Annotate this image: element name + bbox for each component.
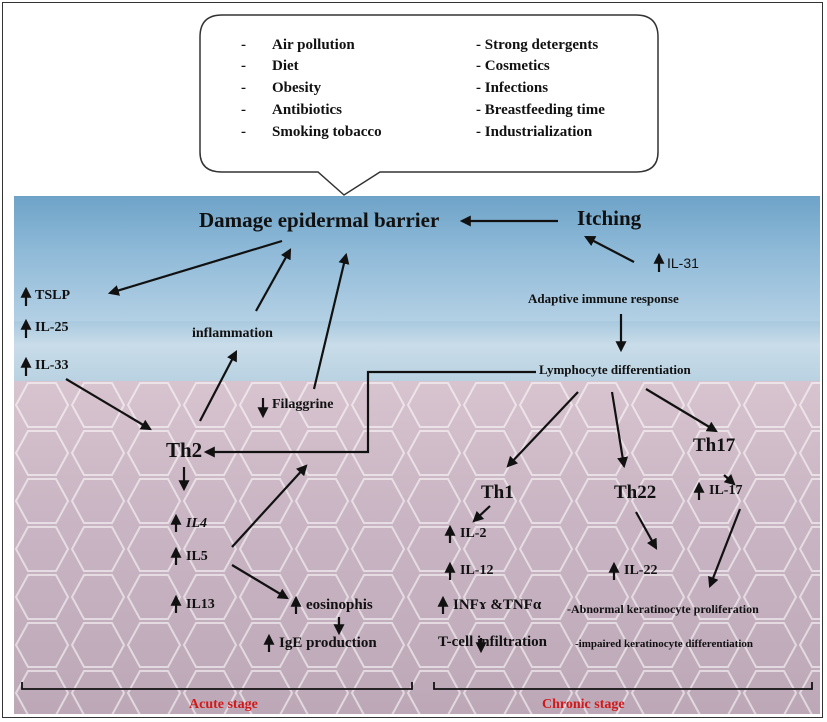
risk-factor-antibiotics: Antibiotics — [272, 102, 343, 118]
bullet-1: - — [241, 37, 246, 53]
label-il17: IL-17 — [709, 483, 743, 498]
arrow-th1-to-il2 — [472, 505, 491, 523]
label-abnormal-keratinocyte-proliferation: -Abnormal keratinocyte proliferation — [567, 602, 759, 616]
label-damage-epidermal-barrier: Damage epidermal barrier — [199, 208, 440, 232]
risk-factor-industrialization: - Industrialization — [476, 124, 593, 140]
label-ige-production: IgE production — [279, 635, 377, 651]
label-infg-tnfa: INFɤ &TNFα — [453, 597, 542, 613]
label-il22: IL-22 — [624, 563, 658, 578]
bullet-4: - — [241, 102, 246, 118]
label-impaired-keratinocyte-differentiation: -impaired keratinocyte differentiation — [575, 638, 754, 650]
label-il13: IL13 — [186, 597, 215, 612]
label-eosinophis: eosinophis — [306, 597, 373, 613]
risk-factor-obesity: Obesity — [272, 80, 322, 96]
chronic-stage-bracket — [433, 682, 813, 690]
risk-factor-smoking-tobacco: Smoking tobacco — [272, 124, 382, 140]
arrow-damage-to-tslp — [107, 239, 283, 296]
bullet-3: - — [241, 80, 246, 96]
arrow-th17-to-il17 — [723, 474, 736, 486]
label-il4: IL4 — [186, 516, 207, 531]
label-acute-stage: Acute stage — [189, 697, 258, 712]
acute-stage-bracket — [21, 682, 413, 690]
label-chronic-stage: Chronic stage — [542, 697, 625, 712]
label-il33: IL-33 — [35, 358, 69, 373]
label-th22: Th22 — [614, 482, 657, 503]
label-lymphocyte-differentiation: Lymphocyte differentiation — [539, 362, 691, 377]
risk-factor-bubble — [199, 14, 659, 196]
arrow-lymphocyte-to-th22 — [610, 391, 629, 469]
label-th2: Th2 — [166, 438, 203, 462]
risk-factor-diet: Diet — [272, 58, 299, 74]
label-inflammation: inflammation — [192, 326, 273, 341]
risk-factor-air-pollution: Air pollution — [272, 37, 355, 53]
risk-factor-breastfeeding-time: - Breastfeeding time — [476, 102, 605, 118]
arrow-filaggrine-to-damage — [312, 252, 350, 390]
label-il31: IL-31 — [667, 255, 699, 271]
arrow-lymphocyte-to-th17 — [645, 388, 718, 433]
label-il5: IL5 — [186, 549, 208, 564]
label-filaggrine: Filaggrine — [272, 397, 334, 412]
arrow-lymphocyte-to-th2 — [203, 370, 536, 458]
label-il25: IL-25 — [35, 320, 69, 335]
risk-factor-strong-detergents: - Strong detergents — [476, 37, 599, 53]
label-t-cell-infiltration: T-cell infiltration — [438, 634, 548, 650]
risk-factor-infections: - Infections — [476, 80, 549, 96]
arrow-il33-to-th2 — [65, 378, 152, 431]
label-adaptive-immune-response: Adaptive immune response — [528, 291, 679, 306]
label-il2: IL-2 — [460, 526, 487, 541]
background-sky — [14, 196, 820, 321]
cell-pattern — [14, 381, 820, 714]
arrow-il17-to-abnormal — [708, 508, 742, 589]
arrow-th2-to-inflammation — [199, 350, 238, 422]
label-itching: Itching — [577, 206, 642, 230]
label-th17: Th17 — [693, 435, 736, 456]
bullet-2: - — [241, 58, 246, 74]
arrow-inflammation-to-damage — [255, 248, 292, 312]
label-il12: IL-12 — [460, 563, 494, 578]
arrow-il5-to-eosinophis — [231, 564, 289, 600]
arrow-il31-to-itching — [584, 235, 635, 263]
arrow-th22-to-il22 — [635, 511, 658, 550]
risk-factor-cosmetics: - Cosmetics — [476, 58, 550, 74]
bullet-5: - — [241, 124, 246, 140]
arrow-lymphocyte-to-th1 — [506, 391, 579, 468]
arrow-il5-to-filaggrine — [231, 464, 308, 548]
label-th1: Th1 — [481, 482, 514, 503]
label-tslp: TSLP — [35, 288, 71, 303]
